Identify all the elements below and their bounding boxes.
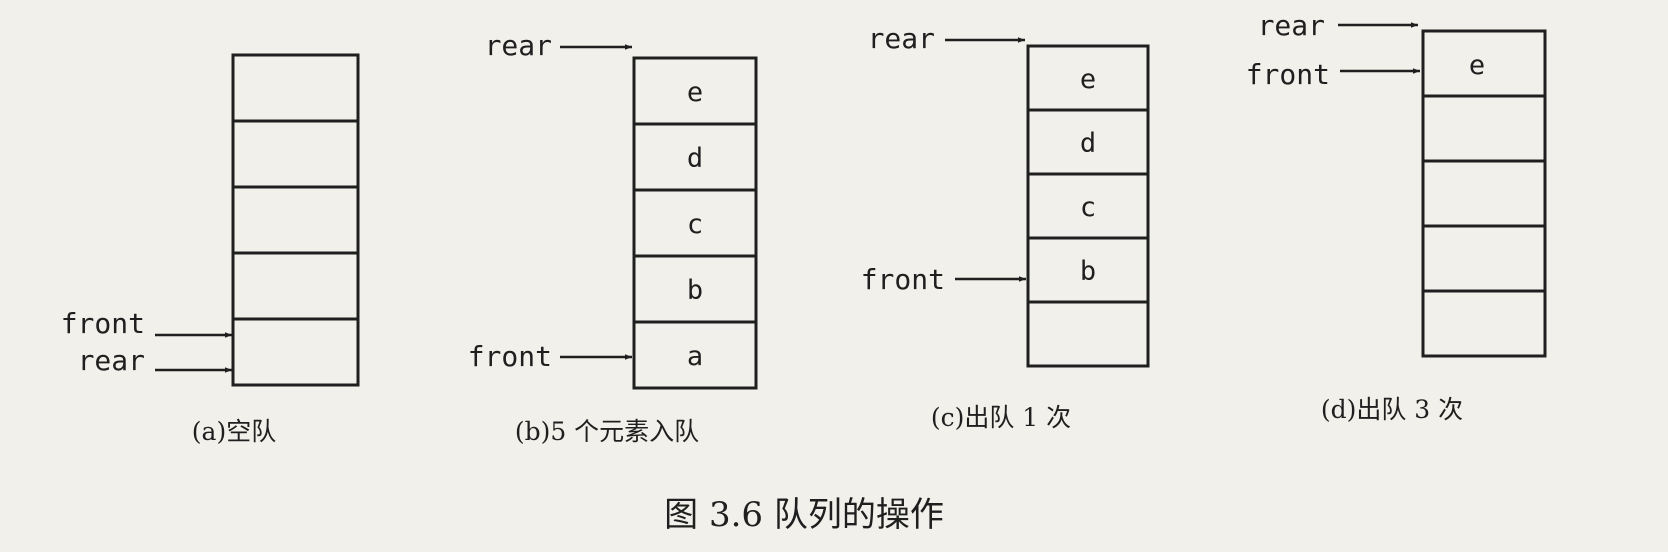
- queue-cell: [1421, 289, 1547, 358]
- queue-cell: [1421, 94, 1547, 163]
- cell-value: a: [687, 341, 703, 372]
- panel-caption: (b)5 个元素入队: [515, 417, 699, 446]
- queue-cell: [231, 251, 360, 321]
- rear-pointer-label: rear: [868, 22, 935, 55]
- queue-cell: [1026, 300, 1150, 368]
- panel-caption: (a)空队: [192, 417, 276, 446]
- queue-cell: [231, 317, 360, 387]
- panel-five-enqueued: e d c b a rear front (b)5 个元素入队: [468, 29, 758, 446]
- cell-value: c: [687, 209, 703, 240]
- front-pointer-label: front: [1246, 58, 1330, 91]
- cell-value: c: [1080, 192, 1096, 223]
- front-pointer-label: front: [61, 307, 145, 340]
- cell-value: d: [687, 143, 703, 174]
- rear-pointer-label: rear: [485, 29, 552, 62]
- queue-cell: [231, 53, 360, 123]
- panel-dequeue-three-times: e rear front (d)出队 3 次: [1246, 9, 1547, 424]
- panel-dequeue-once: e d c b rear front (c)出队 1 次: [861, 22, 1150, 432]
- queue-cell: [231, 185, 360, 255]
- cell-value: e: [1469, 50, 1485, 81]
- queue-cell: [1421, 159, 1547, 228]
- rear-pointer-label: rear: [1258, 9, 1325, 42]
- queue-cell: [231, 119, 360, 189]
- queue-cell: [1421, 224, 1547, 293]
- cell-value: b: [687, 275, 703, 306]
- panel-empty-queue: front rear (a)空队: [61, 53, 360, 446]
- rear-pointer-label: rear: [78, 344, 145, 377]
- figure-caption: 图 3.6 队列的操作: [664, 495, 944, 535]
- cell-value: e: [687, 77, 703, 108]
- cell-value: e: [1080, 64, 1096, 95]
- front-pointer-label: front: [468, 340, 552, 373]
- panel-caption: (d)出队 3 次: [1321, 395, 1463, 424]
- queue-cell: [632, 320, 758, 390]
- panel-caption: (c)出队 1 次: [931, 403, 1071, 432]
- cell-value: d: [1080, 128, 1096, 159]
- front-pointer-label: front: [861, 263, 945, 296]
- cell-value: b: [1080, 256, 1096, 287]
